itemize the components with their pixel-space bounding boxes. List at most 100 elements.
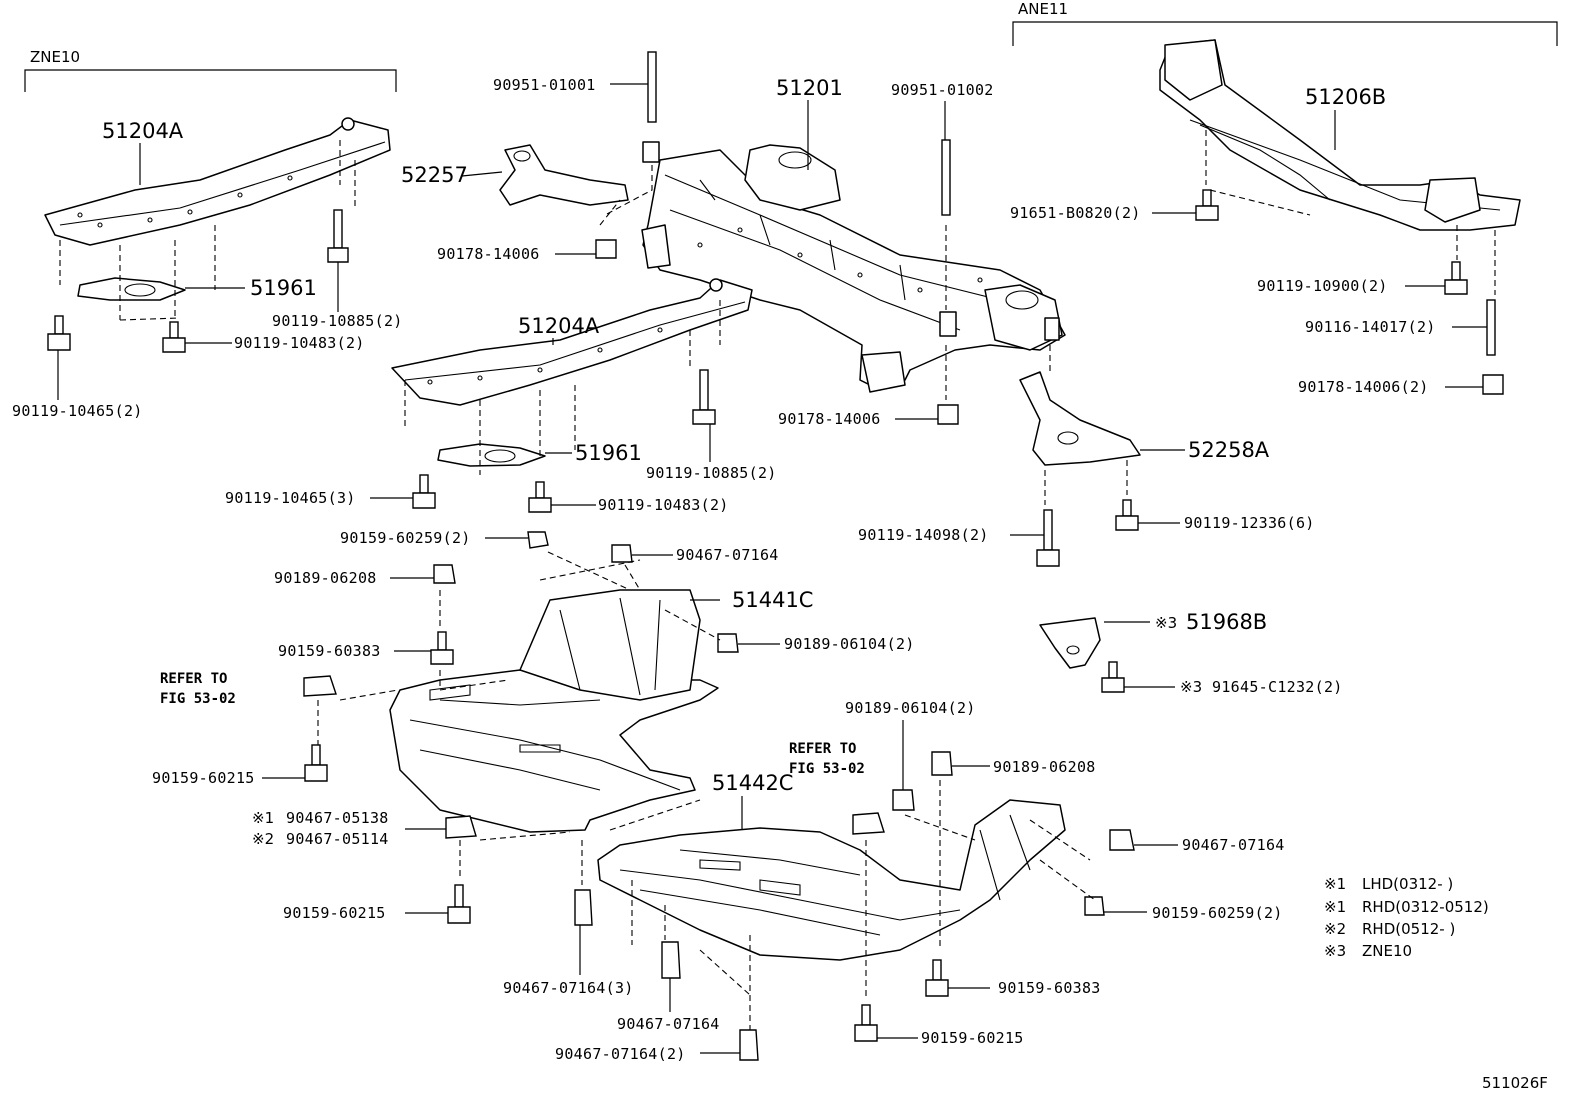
engine-under-cover-51442C xyxy=(597,799,1066,961)
label-90189-06208-b: 90189-06208 xyxy=(993,758,1096,776)
grommet-90189-06104-b xyxy=(892,789,915,811)
label-90159-60383-a: 90159-60383 xyxy=(278,642,381,660)
legend-text-3: ZNE10 xyxy=(1362,942,1412,960)
label-90178-14006-b: 90178-14006 xyxy=(778,410,881,428)
nut-90178-14006-c xyxy=(1482,374,1504,395)
clip-90467-07164-e xyxy=(739,1029,759,1061)
legend-mark-1: ※1 xyxy=(1324,898,1346,916)
label-90178-14006-c: 90178-14006(2) xyxy=(1298,378,1429,396)
label-90189-06208-a: 90189-06208 xyxy=(274,569,377,587)
bolt-90119-10465-center xyxy=(412,474,436,509)
label-51201: 51201 xyxy=(776,76,843,100)
label-90159-60215-b: 90159-60215 xyxy=(283,904,386,922)
fasteners xyxy=(47,51,1504,1061)
legend-mark-3: ※3 xyxy=(1324,942,1346,960)
label-90119-10483-zne10: 90119-10483(2) xyxy=(234,334,365,352)
fig-ref-a: FIG 53-02 xyxy=(160,691,236,707)
label-52258A: 52258A xyxy=(1188,438,1270,462)
label-90119-10483-center: 90119-10483(2) xyxy=(598,496,729,514)
bolt-90119-10900 xyxy=(1444,261,1468,295)
label-51961-zne10: 51961 xyxy=(250,276,317,300)
label-90467-05114: 90467-05114 xyxy=(286,830,389,848)
bolt-90119-10483-center xyxy=(528,481,552,513)
nut-90189-06208-a xyxy=(433,564,456,584)
label-90116-14017: 90116-14017(2) xyxy=(1305,318,1436,336)
legend-mark-0: ※1 xyxy=(1324,875,1346,893)
side-member-51204A-center xyxy=(391,278,753,406)
label-51968B: 51968B xyxy=(1186,610,1267,634)
label-90467-05138: 90467-05138 xyxy=(286,809,389,827)
label-90119-10465-center: 90119-10465(3) xyxy=(225,489,356,507)
nut-90189-06208-b xyxy=(931,751,953,776)
label-90159-60383-b: 90159-60383 xyxy=(998,979,1101,997)
label-90951-01002: 90951-01002 xyxy=(891,81,994,99)
assembly-dashed-lines xyxy=(59,130,1496,1030)
label-90159-60215-c: 90159-60215 xyxy=(921,1029,1024,1047)
label-90159-60259-a: 90159-60259(2) xyxy=(340,529,471,547)
legend-text-0: LHD(0312- ) xyxy=(1362,875,1453,893)
stud-90116-14017 xyxy=(1486,299,1496,356)
bolt-91651-B0820 xyxy=(1195,189,1219,221)
clip-90467-07164-d xyxy=(661,941,681,979)
label-90467-07164-d: 90467-07164 xyxy=(617,1015,720,1033)
stud-90951-01002 xyxy=(941,139,951,216)
legend-text-2: RHD(0512- ) xyxy=(1362,920,1455,938)
grommet-90189-06104-a xyxy=(717,633,739,653)
part-labels: 51204A 51961 90119-10885(2) 90119-10483(… xyxy=(12,76,1436,1063)
mark-3a: ※3 xyxy=(1155,614,1177,632)
brace-52258A xyxy=(1019,371,1141,466)
crossmember-51201 xyxy=(641,141,1066,393)
group-label-ane11: ANE11 xyxy=(1018,0,1068,18)
label-51204A-zne10: 51204A xyxy=(102,119,184,143)
label-90189-06104-b: 90189-06104(2) xyxy=(845,699,976,717)
label-90467-07164-c: 90467-07164(3) xyxy=(503,979,634,997)
legend-text-1: RHD(0312-0512) xyxy=(1362,898,1489,916)
bolt-90119-10885-zne10 xyxy=(327,209,349,263)
bracket-ane11: ANE11 xyxy=(1012,0,1558,46)
bolt-90159-60215-a xyxy=(304,744,328,782)
label-90119-10885-center: 90119-10885(2) xyxy=(646,464,777,482)
nut-90178-14006-a xyxy=(595,239,617,259)
label-52257: 52257 xyxy=(401,163,468,187)
bolt-90159-60215-c xyxy=(854,1004,878,1042)
label-90159-60215-a: 90159-60215 xyxy=(152,769,255,787)
bolt-90119-12336 xyxy=(1115,499,1139,531)
label-90119-14098: 90119-14098(2) xyxy=(858,526,989,544)
bracket-51968B xyxy=(1039,617,1101,669)
engine-under-cover-51441C xyxy=(389,589,719,833)
leader-lines xyxy=(57,83,1487,1054)
bracket-zne10: ZNE10 xyxy=(24,48,397,92)
label-90467-07164-b: 90467-07164 xyxy=(1182,836,1285,854)
label-90119-10900: 90119-10900(2) xyxy=(1257,277,1388,295)
label-90159-60259-b: 90159-60259(2) xyxy=(1152,904,1283,922)
group-label-zne10: ZNE10 xyxy=(30,48,80,66)
label-51204A-center: 51204A xyxy=(518,314,600,338)
bolt-90119-10465-zne10 xyxy=(47,315,71,351)
label-51206B: 51206B xyxy=(1305,85,1386,109)
bolt-90159-60383-a xyxy=(430,631,454,665)
bracket-51961-center xyxy=(437,443,546,467)
mark-1: ※1 xyxy=(252,809,274,827)
legend: ※1 LHD(0312- ) ※1 RHD(0312-0512) ※2 RHD(… xyxy=(1324,875,1489,960)
label-91651-B0820: 91651-B0820(2) xyxy=(1010,204,1141,222)
label-51442C: 51442C xyxy=(712,771,793,795)
label-90178-14006-a: 90178-14006 xyxy=(437,245,540,263)
mark-3b: ※3 xyxy=(1180,678,1202,696)
label-51441C: 51441C xyxy=(732,588,813,612)
bolt-90159-60215-b xyxy=(447,884,471,924)
clip-90467-07164-a xyxy=(611,544,633,563)
side-member-51204A-zne10 xyxy=(44,117,391,246)
label-90467-07164-a: 90467-07164 xyxy=(676,546,779,564)
bracket-51961-zne10 xyxy=(77,277,186,301)
brace-52257 xyxy=(499,144,629,206)
screw-90159-60259-b xyxy=(1084,896,1105,916)
clip-90467-07164-b xyxy=(1109,829,1135,851)
label-90467-07164-e: 90467-07164(2) xyxy=(555,1045,686,1063)
mark-2: ※2 xyxy=(252,830,274,848)
refer-to-a: REFER TO xyxy=(160,671,227,687)
label-90119-10885-zne10: 90119-10885(2) xyxy=(272,312,403,330)
label-90951-01001: 90951-01001 xyxy=(493,76,596,94)
figure-id: 511026F xyxy=(1482,1074,1548,1092)
stud-90951-01001 xyxy=(647,51,657,123)
